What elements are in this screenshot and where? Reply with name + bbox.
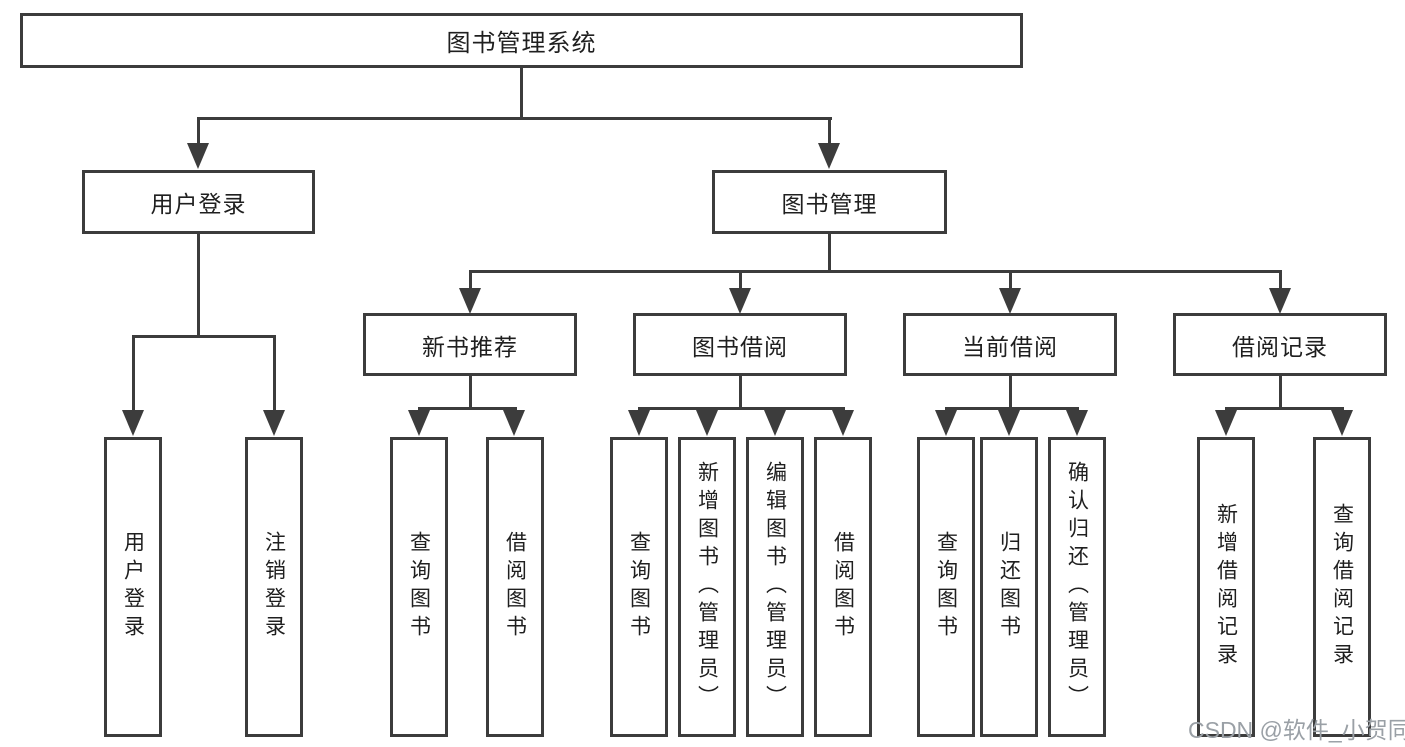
leaf-add-book-admin: 新增图书（管理员） (678, 437, 736, 737)
leaf-return-book-label: 归还图书 (997, 531, 1021, 643)
leaf-edit-book-admin: 编辑图书（管理员） (746, 437, 804, 737)
arrow-down-icon (1331, 410, 1353, 436)
connector-line (273, 335, 276, 413)
connector-line (1279, 270, 1282, 290)
leaf-add-book-admin-label: 新增图书（管理员） (695, 461, 719, 713)
leaf-query-books-current: 查询图书 (917, 437, 975, 737)
connector-line (418, 407, 517, 410)
connector-line (197, 117, 832, 120)
arrow-down-icon (998, 410, 1020, 436)
leaf-confirm-return-admin-label: 确认归还（管理员） (1065, 461, 1089, 713)
node-user-login: 用户登录 (82, 170, 315, 234)
connector-line (828, 234, 831, 273)
connector-line (132, 335, 135, 413)
connector-line (469, 270, 1281, 273)
leaf-borrow-books: 借阅图书 (814, 437, 872, 737)
leaf-query-borrow-record-label: 查询借阅记录 (1330, 503, 1354, 671)
leaf-borrow-books-label: 借阅图书 (831, 531, 855, 643)
node-borrowing-records-label: 借阅记录 (1232, 333, 1328, 360)
arrow-down-icon (1269, 288, 1291, 314)
arrow-down-icon (999, 288, 1021, 314)
leaf-query-books-recommend-label: 查询图书 (407, 531, 431, 643)
connector-line (469, 376, 472, 410)
connector-line (520, 68, 523, 120)
connector-line (828, 117, 831, 145)
connector-line (1009, 376, 1012, 410)
leaf-user-login: 用户登录 (104, 437, 162, 737)
arrow-down-icon (459, 288, 481, 314)
connector-line (1225, 407, 1344, 410)
node-root-label: 图书管理系统 (446, 30, 597, 57)
connector-line (197, 117, 200, 145)
node-new-book-recommend: 新书推荐 (363, 313, 577, 376)
arrow-down-icon (408, 410, 430, 436)
leaf-edit-book-admin-label: 编辑图书（管理员） (763, 461, 787, 713)
connector-line (132, 335, 276, 338)
arrow-down-icon (1066, 410, 1088, 436)
leaf-query-books-recommend: 查询图书 (390, 437, 448, 737)
leaf-add-borrow-record: 新增借阅记录 (1197, 437, 1255, 737)
connector-line (469, 270, 472, 290)
leaf-query-books-current-label: 查询图书 (934, 531, 958, 643)
node-borrowing-records: 借阅记录 (1173, 313, 1387, 376)
node-new-book-recommend-label: 新书推荐 (422, 333, 518, 360)
connector-line (197, 234, 200, 338)
arrow-down-icon (818, 143, 840, 169)
node-book-management: 图书管理 (712, 170, 947, 234)
connector-line (945, 407, 1079, 410)
connector-line (739, 376, 742, 410)
connector-line (1009, 270, 1012, 290)
node-user-login-label: 用户登录 (150, 191, 247, 217)
arrow-down-icon (729, 288, 751, 314)
leaf-query-books-borrowing: 查询图书 (610, 437, 668, 737)
node-book-borrowing: 图书借阅 (633, 313, 847, 376)
connector-line (739, 270, 742, 290)
arrow-down-icon (1215, 410, 1237, 436)
node-current-borrowing: 当前借阅 (903, 313, 1117, 376)
leaf-user-login-label: 用户登录 (121, 531, 145, 643)
connector-line (1279, 376, 1282, 410)
arrow-down-icon (628, 410, 650, 436)
arrow-down-icon (503, 410, 525, 436)
arrow-down-icon (935, 410, 957, 436)
leaf-confirm-return-admin: 确认归还（管理员） (1048, 437, 1106, 737)
leaf-logout: 注销登录 (245, 437, 303, 737)
leaf-query-borrow-record: 查询借阅记录 (1313, 437, 1371, 737)
leaf-borrow-books-recommend: 借阅图书 (486, 437, 544, 737)
leaf-borrow-books-recommend-label: 借阅图书 (503, 531, 527, 643)
arrow-down-icon (122, 410, 144, 436)
leaf-return-book: 归还图书 (980, 437, 1038, 737)
arrow-down-icon (832, 410, 854, 436)
leaf-add-borrow-record-label: 新增借阅记录 (1214, 503, 1238, 671)
leaf-query-books-borrowing-label: 查询图书 (627, 531, 651, 643)
node-book-management-label: 图书管理 (781, 191, 878, 217)
arrow-down-icon (263, 410, 285, 436)
node-root: 图书管理系统 (20, 13, 1023, 68)
csdn-watermark: CSDN @软件_小贺同学 (1188, 717, 1405, 743)
arrow-down-icon (764, 410, 786, 436)
connector-line (638, 407, 845, 410)
node-book-borrowing-label: 图书借阅 (692, 333, 788, 360)
arrow-down-icon (187, 143, 209, 169)
node-current-borrowing-label: 当前借阅 (962, 333, 1058, 360)
arrow-down-icon (696, 410, 718, 436)
leaf-logout-label: 注销登录 (262, 531, 286, 643)
